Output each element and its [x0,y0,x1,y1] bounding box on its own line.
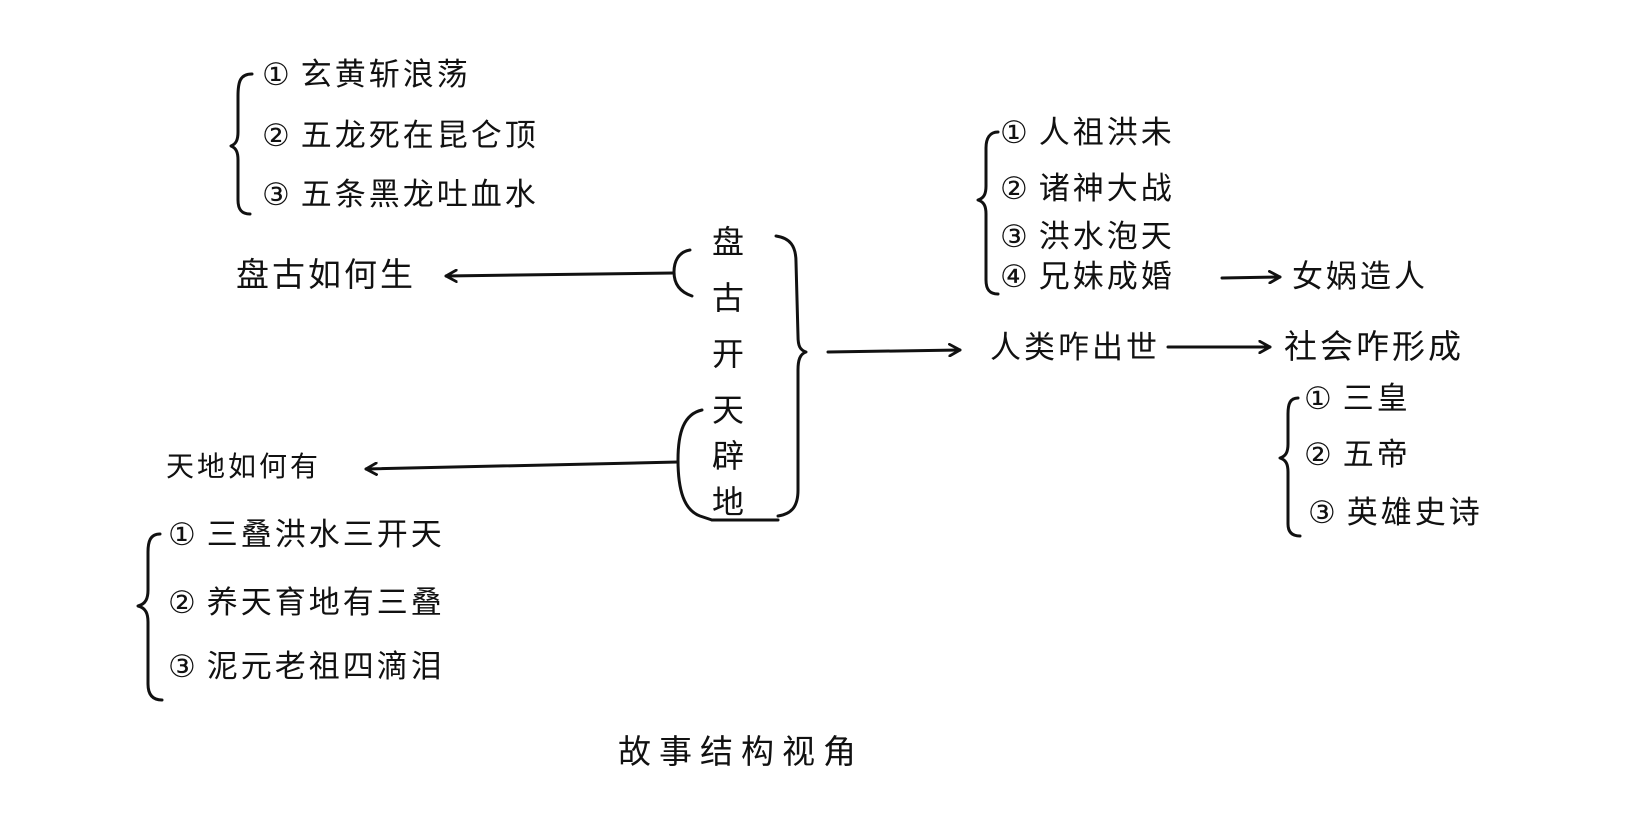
center-char: 古 [712,279,745,317]
center-char: 地 [712,483,745,521]
item-number: ② [1000,171,1031,207]
item-text: 玄黄斩浪荡 [300,57,471,93]
item-number: ③ [262,177,293,213]
item-text: 三叠洪水三开天 [206,517,445,553]
arrow-to-pangu-birth [444,273,676,276]
center-char: 盘 [712,223,745,261]
brace-right-society-list [1278,396,1302,538]
item-text: 五龙死在昆仑顶 [300,118,539,154]
center-char: 天 [712,391,745,429]
brace-right-human-list [976,130,1000,296]
center-char: 开 [712,335,745,373]
item-text: 英雄史诗 [1346,495,1483,531]
item-text: 兄妹成婚 [1038,259,1175,295]
arrow-to-human-origin [826,350,962,352]
item-number: ④ [1000,259,1031,295]
arrow-to-heaven-earth [364,460,680,469]
item-number: ③ [168,649,199,685]
item-number: ② [168,585,199,621]
item-text: 养天育地有三叠 [206,585,445,621]
item-text: 泥元老祖四滴泪 [206,649,445,685]
brace-center-right [774,234,808,518]
brace-pangu-upper [672,248,694,298]
brace-left-lower-list [136,532,164,702]
center-char: 辟 [712,437,745,475]
question-pangu-birth: 盘古如何生 [236,255,416,294]
item-text: 三皇 [1342,381,1411,417]
result-nuwa: 女娲造人 [1292,259,1428,295]
question-heaven-earth: 天地如何有 [166,450,322,483]
question-human-origin: 人类咋出世 [990,330,1160,366]
arrow-to-nuwa [1220,277,1282,278]
item-number: ③ [1308,495,1339,531]
item-text: 五条黑龙吐血水 [300,177,539,213]
item-text: 人祖洪未 [1038,115,1175,151]
item-number: ③ [1000,219,1031,255]
item-text: 五帝 [1342,437,1411,473]
diagram-title: 故事结构视角 [618,732,864,771]
brace-left-upper-list [229,72,254,216]
item-number: ① [262,57,293,93]
item-text: 洪水泡天 [1038,219,1175,255]
item-number: ① [1000,115,1031,151]
item-number: ② [262,118,293,154]
item-number: ① [1304,381,1335,417]
question-society: 社会咋形成 [1284,327,1464,366]
brace-pangu-lower [676,408,714,522]
item-number: ① [168,517,199,553]
item-number: ② [1304,437,1335,473]
item-text: 诸神大战 [1038,171,1175,207]
